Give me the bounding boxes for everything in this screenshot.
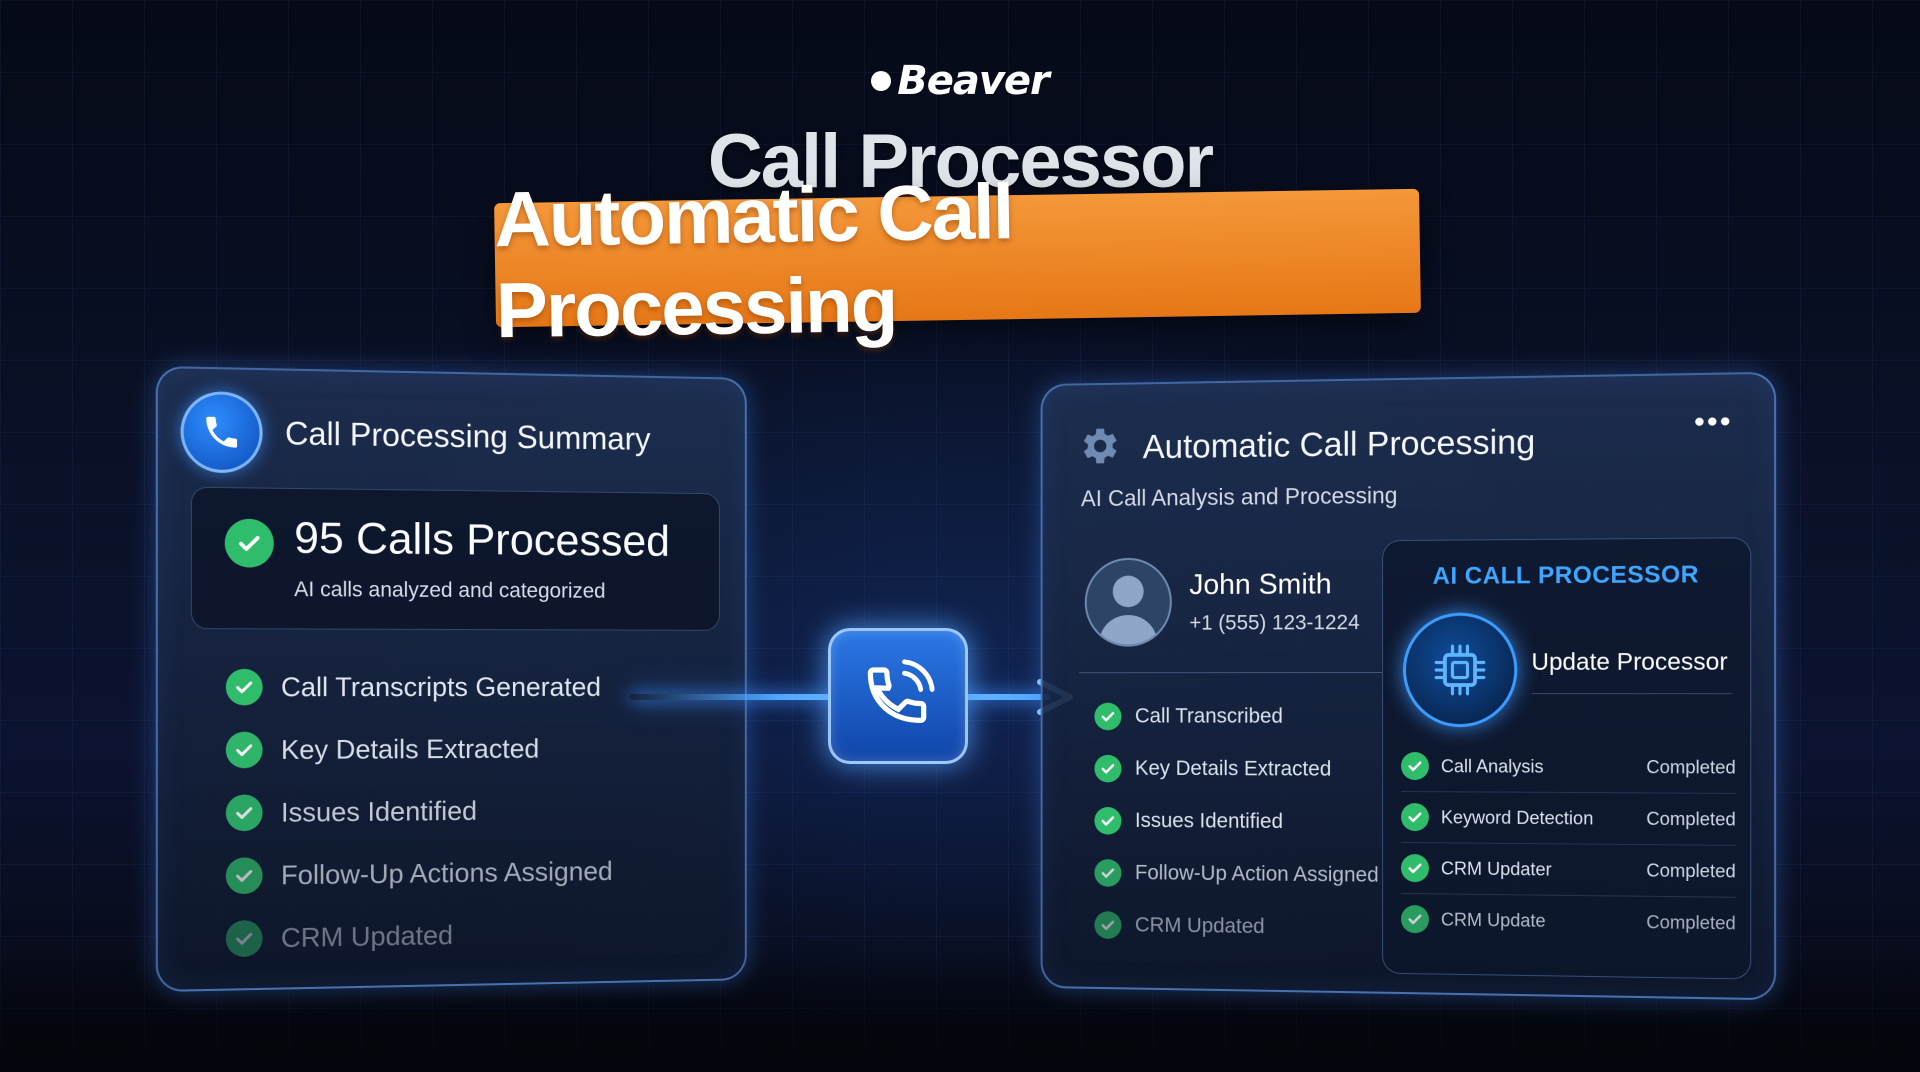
task-name: Keyword Detection [1440, 806, 1594, 828]
avatar [1084, 557, 1172, 647]
calls-processed-count: 95 Calls Processed [294, 513, 670, 566]
table-row: CRM Updater Completed [1401, 843, 1736, 898]
list-item: Issues Identified [225, 779, 613, 845]
status-label: Completed [1646, 859, 1736, 882]
summary-title: Call Processing Summary [285, 414, 651, 457]
table-row: CRM Update Completed [1401, 894, 1736, 949]
summary-checklist: Call Transcripts Generated Key Details E… [225, 656, 613, 971]
calls-processed-card: 95 Calls Processed AI calls analyzed and… [190, 486, 720, 631]
list-item: Call Transcripts Generated [225, 656, 613, 719]
status-label: Completed [1646, 911, 1736, 933]
list-item-label: Call Transcripts Generated [280, 671, 601, 702]
phone-call-hub-icon [828, 628, 968, 764]
processing-header: Automatic Call Processing [1075, 416, 1535, 475]
check-icon [1094, 754, 1122, 783]
phone-icon [180, 390, 263, 474]
divider [1531, 693, 1732, 695]
check-icon [1401, 803, 1429, 832]
check-icon [1401, 905, 1429, 934]
check-icon [224, 518, 274, 568]
check-icon [1401, 752, 1429, 781]
step-label: CRM Updated [1134, 913, 1265, 938]
check-icon [1094, 910, 1122, 939]
automatic-processing-panel: Automatic Call Processing AI Call Analys… [1040, 371, 1777, 1001]
list-item-label: Key Details Extracted [280, 733, 540, 765]
page-title: Call Processor [707, 119, 1214, 204]
contact-name: John Smith [1189, 567, 1332, 601]
banner-text: Automatic Call Processing [493, 167, 1014, 355]
check-icon [225, 857, 263, 895]
step-label: Issues Identified [1134, 808, 1283, 833]
processor-task-list: Call Analysis Completed Keyword Detectio… [1401, 741, 1736, 949]
check-icon [225, 920, 263, 958]
status-label: Completed [1646, 808, 1736, 830]
processing-subtitle: AI Call Analysis and Processing [1080, 482, 1398, 512]
list-item: Call Transcribed [1094, 690, 1378, 743]
gear-icon [1075, 422, 1121, 475]
list-item: Issues Identified [1094, 794, 1378, 849]
check-icon [1094, 806, 1122, 835]
check-icon [1094, 858, 1122, 887]
list-item: Key Details Extracted [225, 718, 613, 782]
check-icon [225, 794, 263, 832]
task-name: Call Analysis [1440, 755, 1544, 777]
list-item: CRM Updated [225, 902, 613, 971]
contact-phone: +1 (555) 123-1224 [1189, 610, 1360, 635]
list-item: Follow-Up Actions Assigned [225, 840, 613, 907]
list-item-label: CRM Updated [280, 919, 454, 953]
status-label: Completed [1646, 756, 1736, 778]
list-item-label: Follow-Up Actions Assigned [280, 855, 613, 890]
task-name: CRM Updater [1440, 857, 1552, 880]
brand-logo: Beaver [0, 58, 1920, 104]
list-item: CRM Updated [1094, 898, 1378, 954]
step-label: Follow-Up Action Assigned [1134, 860, 1379, 887]
contact-card: John Smith +1 (555) 123-1224 [1084, 556, 1360, 647]
headline-banner: Automatic Call Processing [494, 167, 1421, 354]
processor-heading: AI CALL PROCESSOR [1432, 560, 1700, 590]
processing-steps: Call Transcribed Key Details Extracted I… [1094, 690, 1379, 955]
divider [1079, 672, 1383, 674]
update-processor-button[interactable]: Update Processor [1531, 648, 1728, 676]
contact-details: John Smith +1 (555) 123-1224 [1189, 568, 1359, 635]
check-icon [225, 731, 263, 769]
step-label: Key Details Extracted [1134, 756, 1332, 781]
processing-title: Automatic Call Processing [1142, 423, 1536, 467]
check-icon [1401, 854, 1429, 883]
step-label: Call Transcribed [1134, 704, 1283, 728]
summary-header: Call Processing Summary [180, 390, 651, 479]
list-item: Key Details Extracted [1094, 742, 1378, 796]
more-options-button[interactable]: ••• [1694, 404, 1733, 440]
logo-dot [871, 71, 892, 91]
list-item: Follow-Up Action Assigned [1094, 846, 1379, 901]
table-row: Call Analysis Completed [1401, 741, 1736, 794]
brand-name: Beaver [897, 58, 1050, 104]
check-icon [1094, 702, 1122, 730]
task-name: CRM Update [1440, 908, 1546, 931]
call-summary-panel: Call Processing Summary 95 Calls Process… [155, 365, 747, 993]
list-item-label: Issues Identified [280, 795, 477, 828]
beaver-logo-wordmark: Beaver [871, 58, 1050, 104]
calls-processed-subtitle: AI calls analyzed and categorized [294, 577, 606, 603]
cpu-chip-icon [1402, 612, 1518, 728]
ai-call-processor-card: AI CALL PROCESSOR Update Processor Call … [1382, 537, 1752, 980]
check-icon [225, 668, 263, 706]
table-row: Keyword Detection Completed [1401, 792, 1736, 846]
